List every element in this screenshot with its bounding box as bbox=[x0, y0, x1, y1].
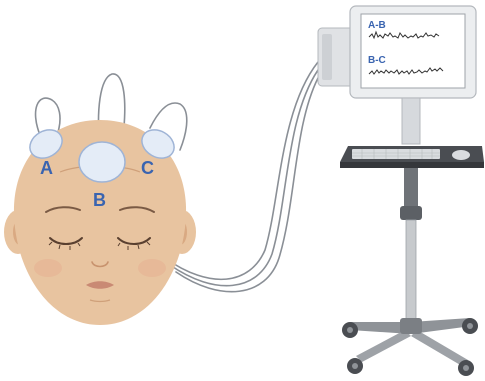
channel-label-bc: B-C bbox=[368, 55, 386, 66]
electrode-label-b: B bbox=[93, 190, 106, 210]
mouse bbox=[452, 150, 470, 160]
eeg-monitor: A-B B-C bbox=[318, 6, 476, 144]
stand-collar bbox=[400, 206, 422, 220]
electrode-label-c: C bbox=[141, 158, 154, 178]
rolling-stand bbox=[342, 168, 478, 376]
keyboard bbox=[352, 149, 440, 159]
channel-label-ab: A-B bbox=[368, 20, 386, 31]
electrode-b bbox=[79, 142, 125, 182]
keyboard-tray bbox=[340, 146, 484, 168]
monitor-neck bbox=[402, 98, 420, 144]
electrode-label-a: A bbox=[40, 158, 53, 178]
stand-lower-pole bbox=[406, 220, 416, 326]
